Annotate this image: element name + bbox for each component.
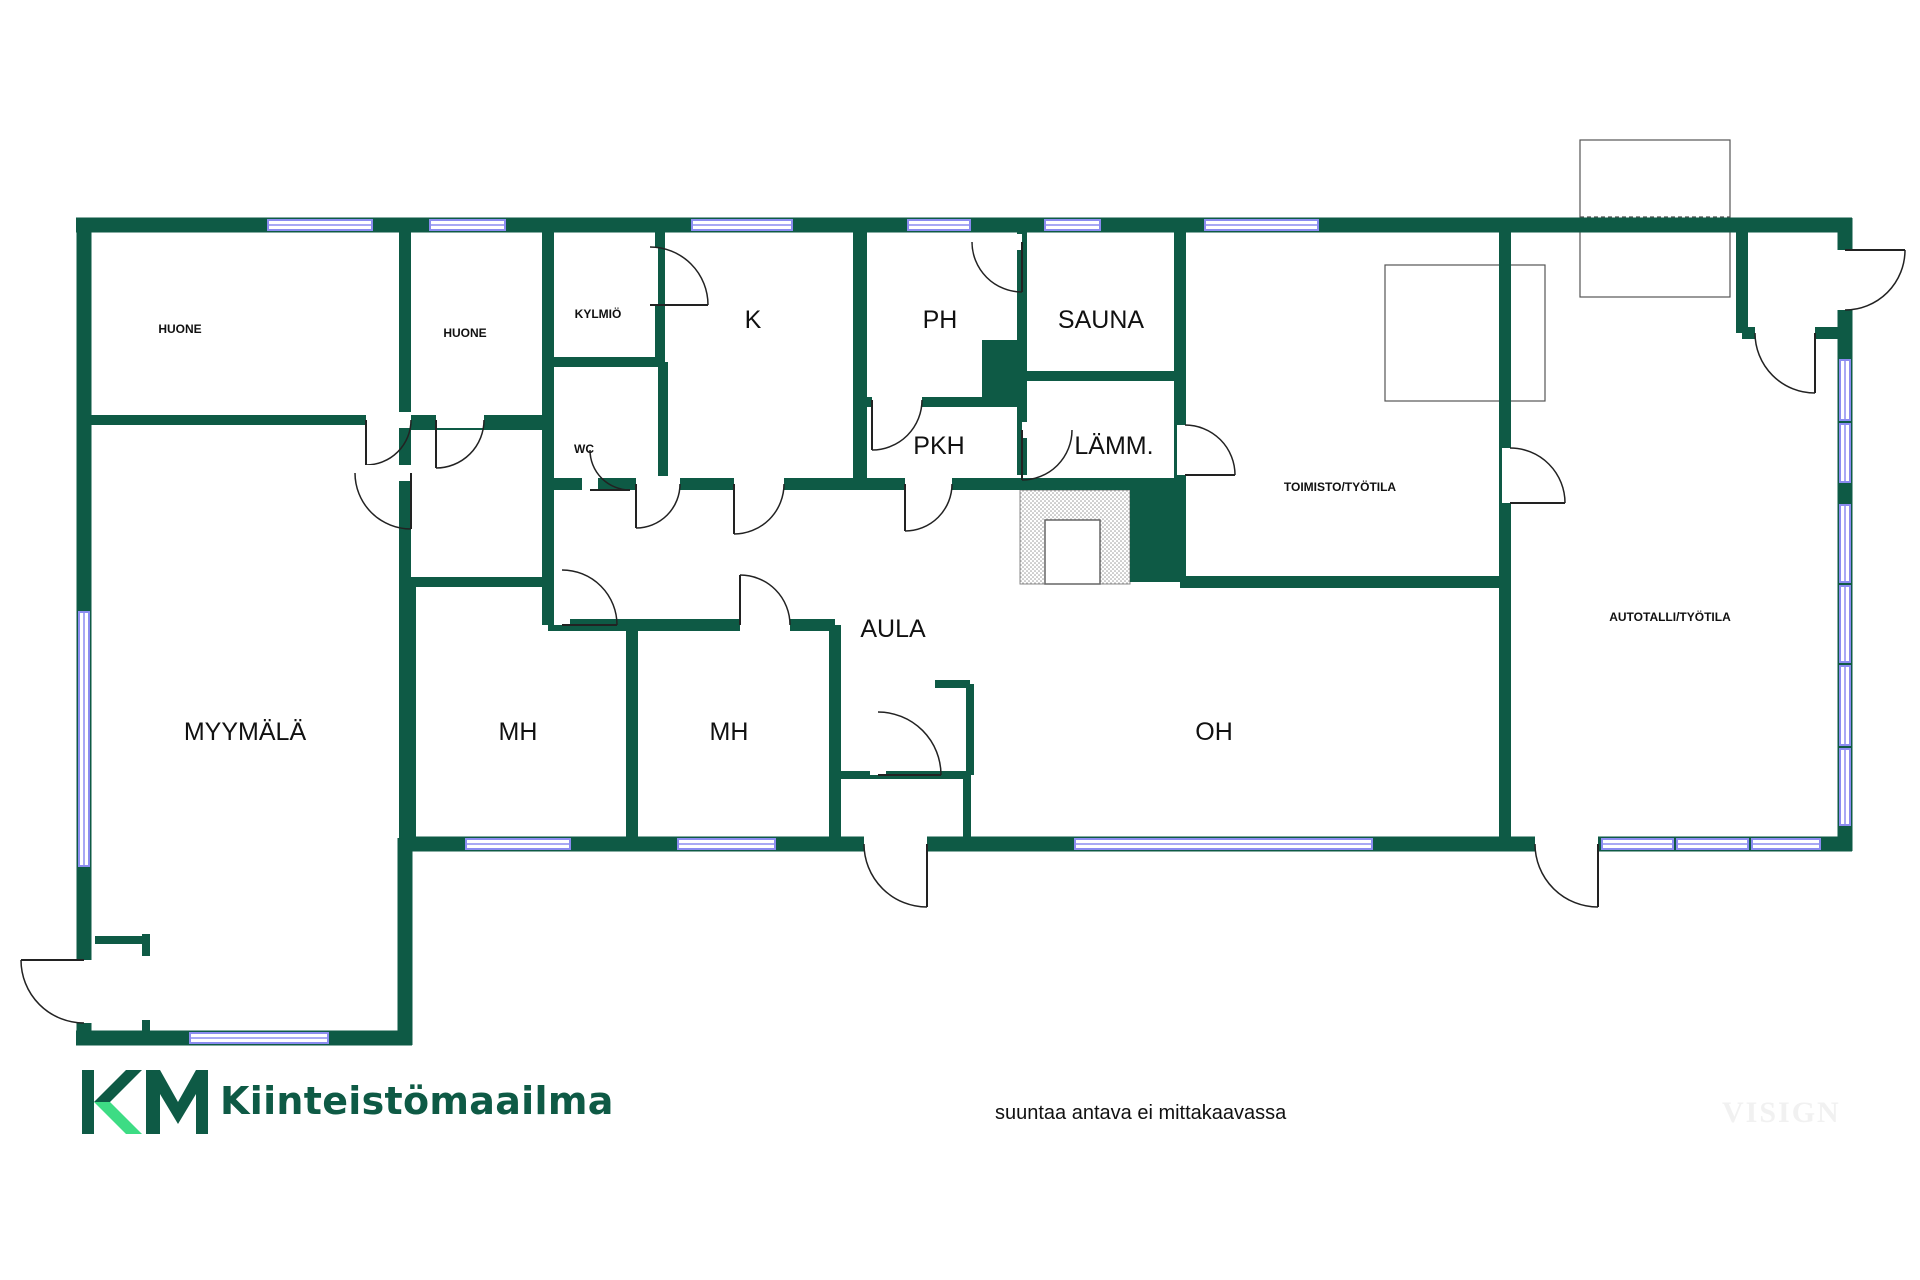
wall-segment [95, 936, 148, 944]
walls [76, 217, 1853, 1046]
door [870, 711, 942, 776]
door [1177, 424, 1236, 476]
wall-segment [1180, 576, 1505, 588]
km-logo-icon [82, 1070, 208, 1134]
door [904, 476, 953, 532]
wall-segment [857, 218, 867, 484]
wall-segment [626, 625, 638, 844]
room-label-toimisto: TOIMISTO/TYÖTILA [1284, 479, 1397, 494]
scale-note: suuntaa antava ei mittakaavassa [995, 1102, 1287, 1124]
door [354, 465, 412, 530]
wall-segment [655, 218, 665, 362]
wall-segment [548, 357, 660, 367]
wall-segment [1174, 484, 1186, 582]
door [1502, 447, 1566, 504]
watermark: VISIGN [1722, 1096, 1841, 1129]
room-label-k: K [745, 306, 762, 334]
door [554, 569, 618, 626]
room-label-autotalli: AUTOTALLI/TYÖTILA [1609, 609, 1731, 624]
wall-segment [1017, 218, 1027, 475]
room-label-wc: WC [574, 442, 594, 456]
wall-segment [397, 838, 413, 1045]
wall-segment [84, 415, 548, 425]
wall-segment [142, 934, 150, 956]
wall-segment [658, 362, 668, 484]
room-label-kylmio: KYLMIÖ [575, 306, 622, 321]
wall-segment [963, 772, 971, 844]
door [635, 476, 681, 529]
fireplace [1019, 482, 1182, 585]
brand: Kiinteistömaailma [80, 1068, 614, 1134]
door [435, 412, 485, 469]
room-label-lamm: LÄMM. [1074, 432, 1153, 460]
room-label-huone-1: HUONE [158, 322, 201, 336]
room-label-huone-2: HUONE [443, 326, 486, 340]
door [20, 959, 92, 1024]
door [1534, 836, 1599, 908]
wall-segment [966, 684, 974, 775]
room-label-ph: PH [923, 306, 958, 334]
room-label-myymala: MYYMÄLÄ [184, 718, 307, 746]
door [863, 836, 928, 908]
door [642, 246, 709, 306]
wall-segment [404, 582, 416, 844]
room-label-mh-1: MH [499, 718, 538, 746]
wall-segment [410, 577, 548, 587]
doors [20, 234, 1906, 1024]
door [971, 234, 1023, 293]
wall-segment [1174, 218, 1186, 484]
wall-segment [1736, 218, 1748, 333]
furniture [1384, 139, 1731, 402]
wall-segment [935, 680, 970, 688]
wall-segment [862, 397, 1022, 407]
door [733, 476, 785, 535]
windows [78, 219, 1851, 1044]
wall-segment [142, 1020, 150, 1038]
door [739, 574, 791, 633]
room-label-mh-2: MH [710, 718, 749, 746]
room-label-oh: OH [1195, 718, 1233, 746]
wall-segment [1499, 218, 1511, 844]
wall-segment [548, 478, 1180, 490]
door [871, 392, 923, 451]
wall-segment [829, 625, 841, 844]
room-label-sauna: SAUNA [1058, 306, 1144, 334]
room-label-pkh: PKH [913, 432, 964, 460]
wall-segment [1022, 371, 1180, 381]
door [1021, 422, 1073, 481]
brand-name: Kiinteistömaailma [220, 1079, 614, 1123]
door [365, 412, 412, 466]
door [1837, 249, 1906, 311]
room-label-aula: AULA [860, 615, 926, 643]
door [1754, 325, 1816, 394]
door [582, 449, 631, 491]
